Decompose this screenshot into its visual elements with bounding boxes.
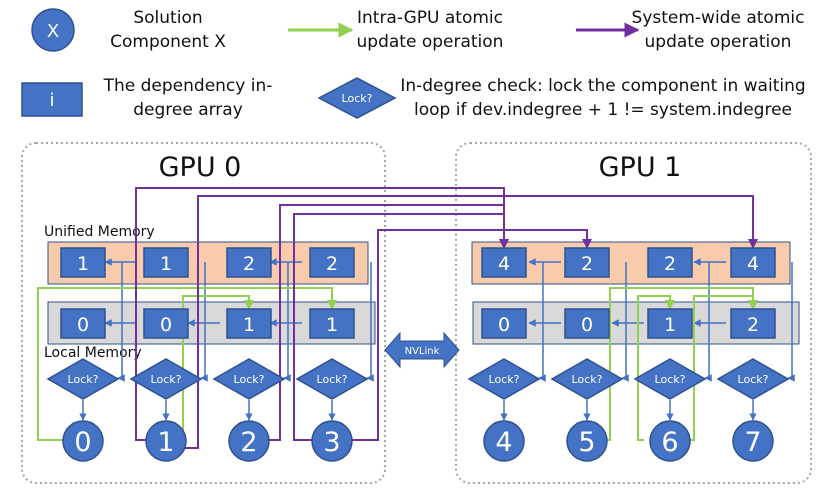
lock-check-label-3: Lock? — [317, 373, 348, 386]
lock-check-label-5: Lock? — [572, 373, 603, 386]
local-cell-2 — [226, 308, 272, 339]
local-cell-4 — [481, 308, 527, 339]
local-cell-value-4: 0 — [498, 314, 510, 336]
local-cell-value-6: 1 — [664, 314, 676, 336]
unified-cell-value-6: 2 — [664, 253, 676, 275]
legend-intra-gpu-text-1: Intra-GPU atomic — [357, 8, 503, 28]
legend-array-text-1: The dependency in- — [103, 76, 273, 96]
unified-cell-value-0: 1 — [77, 253, 89, 275]
legend: X Solution Component X Intra-GPU atomic … — [21, 8, 806, 120]
nvlink-label: NVLink — [405, 346, 440, 357]
unified-cell-value-3: 2 — [326, 253, 338, 275]
gpu1-title: GPU 1 — [599, 152, 682, 183]
component-4 — [483, 420, 525, 462]
legend-system-wide-text-2: update operation — [645, 32, 792, 52]
gpu1-container — [455, 142, 812, 484]
lock-check-2 — [212, 358, 286, 400]
legend-component-symbol-text: X — [47, 21, 59, 42]
component-1 — [145, 420, 187, 462]
local-cell-value-0: 0 — [77, 314, 89, 336]
lock-check-label-7: Lock? — [738, 373, 769, 386]
gpu0-title: GPU 0 — [159, 152, 242, 183]
lock-check-4 — [467, 358, 541, 400]
legend-system-wide-text-1: System-wide atomic — [632, 8, 805, 28]
local-cell-value-2: 1 — [243, 314, 255, 336]
lock-check-label-1: Lock? — [151, 373, 182, 386]
local-cell-value-1: 0 — [160, 314, 172, 336]
legend-component-text-2: Component X — [110, 32, 226, 52]
legend-lock-text-2: loop if dev.indegree + 1 != system.indeg… — [414, 100, 792, 120]
unified-cell-0 — [60, 247, 106, 278]
component-7 — [732, 420, 774, 462]
local-cell-3 — [309, 308, 355, 339]
legend-component-symbol — [31, 8, 75, 52]
local-memory-label: Local Memory — [44, 345, 142, 361]
local-cell-1 — [143, 308, 189, 339]
lock-check-0 — [46, 358, 120, 400]
legend-array-symbol — [21, 82, 83, 117]
unified-cell-2 — [226, 247, 272, 278]
component-label-6: 6 — [661, 427, 678, 458]
local-cell-6 — [647, 308, 693, 339]
component-label-7: 7 — [744, 427, 761, 458]
unified-cell-value-4: 4 — [498, 253, 510, 275]
unified-cell-value-1: 1 — [160, 253, 172, 275]
unified-cell-6 — [647, 247, 693, 278]
component-3 — [311, 420, 353, 462]
unified-cell-1 — [143, 247, 189, 278]
local-cell-value-5: 0 — [581, 314, 593, 336]
component-label-1: 1 — [157, 427, 174, 458]
lock-check-5 — [550, 358, 624, 400]
component-label-5: 5 — [578, 427, 595, 458]
unified-memory-label: Unified Memory — [44, 224, 155, 240]
lock-check-6 — [633, 358, 707, 400]
component-5 — [566, 420, 608, 462]
lock-check-7 — [716, 358, 790, 400]
component-2 — [228, 420, 270, 462]
lock-check-1 — [129, 358, 203, 400]
unified-cell-value-2: 2 — [243, 253, 255, 275]
lock-check-label-0: Lock? — [68, 373, 99, 386]
component-label-4: 4 — [495, 427, 512, 458]
local-cell-0 — [60, 308, 106, 339]
legend-intra-gpu-text-2: update operation — [357, 32, 504, 52]
component-6 — [649, 420, 691, 462]
local-cell-5 — [564, 308, 610, 339]
diagram-nodes: 10Lock?010Lock?121Lock?221Lock?340Lock?4… — [46, 247, 790, 462]
lock-check-label-6: Lock? — [655, 373, 686, 386]
local-cell-7 — [730, 308, 776, 339]
component-label-0: 0 — [74, 427, 91, 458]
legend-lock-symbol — [317, 77, 397, 119]
legend-lock-text-1: In-degree check: lock the component in w… — [400, 76, 805, 96]
legend-array-symbol-text: i — [49, 90, 54, 111]
component-label-3: 3 — [323, 427, 340, 458]
unified-cell-3 — [309, 247, 355, 278]
nvlink-arrow — [384, 331, 460, 369]
unified-cell-4 — [481, 247, 527, 278]
unified-cell-value-7: 4 — [747, 253, 759, 275]
lock-check-3 — [295, 358, 369, 400]
lock-check-label-2: Lock? — [234, 373, 265, 386]
blue-connectors — [79, 258, 795, 421]
local-cell-value-7: 2 — [747, 314, 759, 336]
lock-check-label-4: Lock? — [489, 373, 520, 386]
unified-cell-7 — [730, 247, 776, 278]
legend-component-text-1: Solution — [133, 8, 202, 28]
local-cell-value-3: 1 — [326, 314, 338, 336]
component-0 — [62, 420, 104, 462]
unified-cell-5 — [564, 247, 610, 278]
unified-cell-value-5: 2 — [581, 253, 593, 275]
component-label-2: 2 — [240, 427, 257, 458]
legend-array-text-2: degree array — [133, 100, 243, 120]
legend-lock-symbol-text: Lock? — [342, 92, 373, 105]
